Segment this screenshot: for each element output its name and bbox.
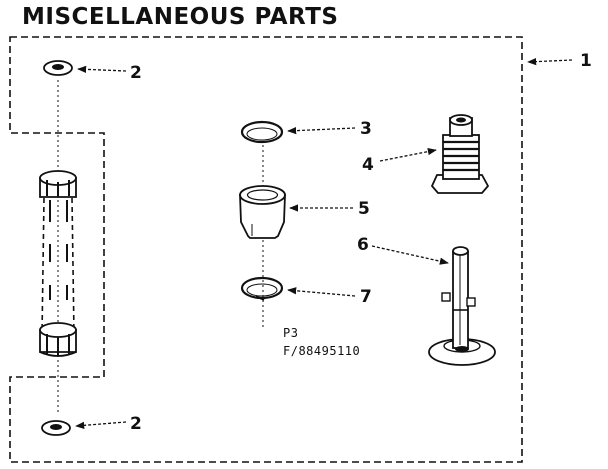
callout-1: 1 bbox=[580, 51, 592, 71]
hose-assembly-part bbox=[39, 170, 77, 357]
diagram-title: MISCELLANEOUS PARTS bbox=[22, 4, 338, 30]
figure-code: P3 bbox=[283, 326, 298, 340]
callout-2-bottom-leader bbox=[75, 421, 127, 429]
callout-6-leader bbox=[371, 245, 449, 265]
callout-2-bottom: 2 bbox=[130, 414, 142, 434]
washer-bottom-part bbox=[41, 420, 71, 436]
callout-4-leader bbox=[379, 148, 437, 162]
callout-2-top-leader bbox=[77, 65, 127, 73]
callout-5: 5 bbox=[358, 199, 370, 219]
callout-2-top: 2 bbox=[130, 63, 142, 83]
coupling-part bbox=[239, 185, 286, 239]
callout-6: 6 bbox=[357, 235, 369, 255]
callout-7: 7 bbox=[360, 287, 372, 307]
retaining-ring-lower-part bbox=[240, 276, 284, 301]
part-number: F/88495110 bbox=[283, 344, 360, 358]
assembly-boundary bbox=[9, 36, 523, 463]
callout-3-leader bbox=[287, 126, 356, 135]
washer-top-part bbox=[43, 60, 73, 76]
callout-7-leader bbox=[287, 287, 356, 297]
stem-part bbox=[428, 246, 496, 366]
callout-4: 4 bbox=[362, 155, 374, 175]
retaining-ring-upper-part bbox=[240, 120, 284, 144]
callout-3: 3 bbox=[360, 119, 372, 139]
callout-1-leader bbox=[527, 57, 573, 66]
valve-part bbox=[430, 114, 490, 194]
